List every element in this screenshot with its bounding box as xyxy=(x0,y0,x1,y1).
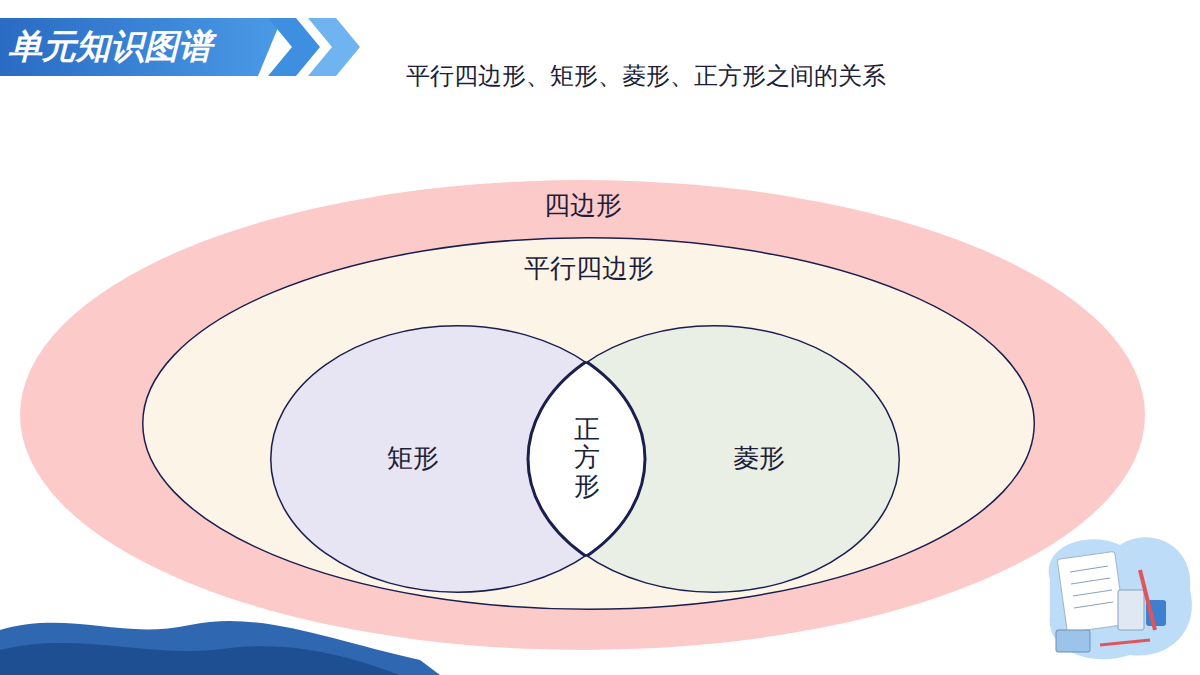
node-label: 菱形 xyxy=(733,443,785,474)
quadrilateral-ellipse: 四边形平行四边形矩形 正方形 菱形 xyxy=(20,180,1145,650)
node-label: 四边形 xyxy=(544,190,622,221)
node-label: 正方形 xyxy=(574,416,600,502)
node-label: 矩形 xyxy=(387,443,439,474)
parallelogram-ellipse: 平行四边形矩形 正方形 菱形 xyxy=(142,237,1035,610)
square-lens: 正方形 xyxy=(528,362,645,555)
banner-band xyxy=(0,18,282,76)
chevron xyxy=(268,18,320,76)
diagram-title: 平行四边形、矩形、菱形、正方形之间的关系 xyxy=(300,60,992,92)
chevron xyxy=(308,18,360,76)
wave xyxy=(0,643,400,675)
section-banner-text: 单元知识图谱 xyxy=(8,24,212,70)
math-illustration xyxy=(1049,537,1192,659)
node-label: 平行四边形 xyxy=(524,253,654,284)
